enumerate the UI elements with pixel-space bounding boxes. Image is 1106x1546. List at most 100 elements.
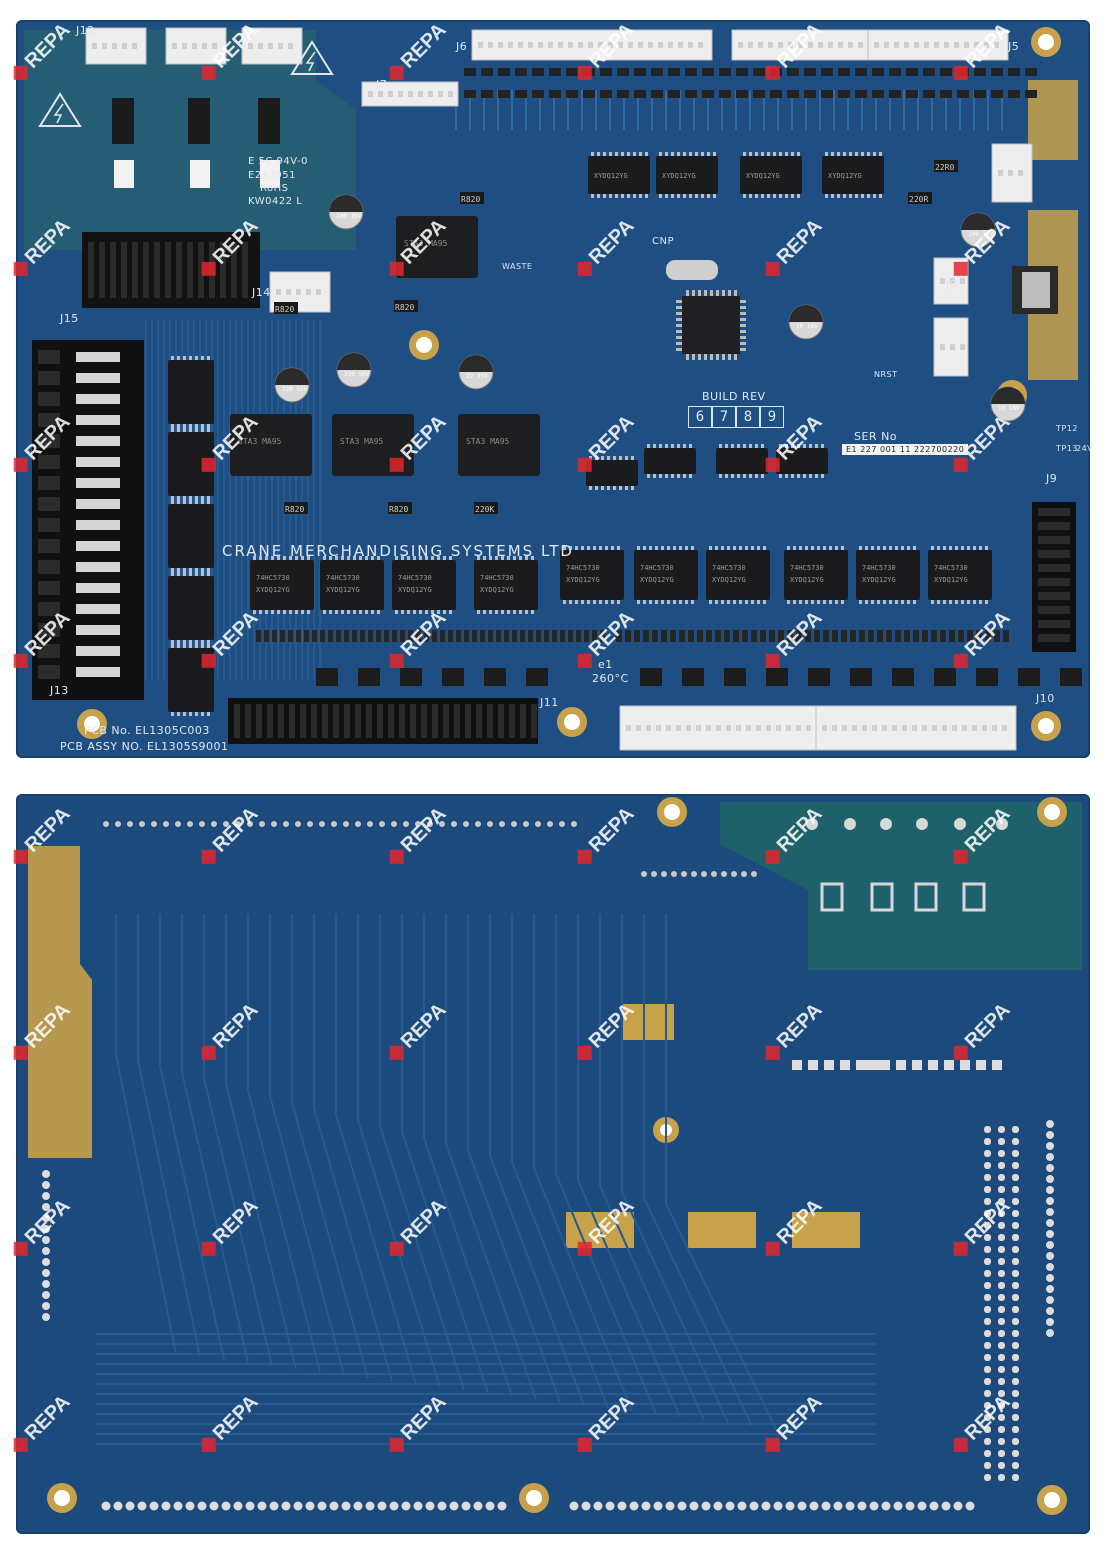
ic-pin — [955, 546, 958, 550]
ic-pin — [961, 546, 964, 550]
mcu-pin — [716, 354, 719, 360]
ic-pin — [183, 496, 186, 500]
ic-pin — [943, 600, 946, 604]
solder-pad — [1012, 1318, 1019, 1325]
smd-resistor — [549, 90, 561, 98]
via — [571, 821, 577, 827]
connector-pin — [942, 725, 947, 731]
ic-pin — [563, 600, 566, 604]
ic-pin — [575, 600, 578, 604]
solder-pad — [42, 1302, 50, 1310]
connector-pin — [960, 278, 965, 284]
mounting-hole-bore — [664, 804, 680, 820]
mcu-pin — [676, 312, 682, 315]
solder-pad — [341, 1501, 351, 1511]
label-j10: J10 — [1036, 692, 1055, 705]
ic-pin — [617, 600, 620, 604]
ic-pin — [631, 486, 634, 490]
header-pin — [289, 704, 295, 738]
ic-pin — [739, 546, 742, 550]
ic-pin — [949, 546, 952, 550]
ic-74hc — [656, 156, 718, 194]
rohs-marking: RoHS — [260, 183, 289, 194]
ic-pin — [189, 572, 192, 576]
solder-pad — [1046, 1120, 1054, 1128]
ic-pin — [371, 610, 374, 614]
via — [475, 821, 481, 827]
ic-pin — [811, 546, 814, 550]
smd-part — [985, 630, 991, 642]
gold-pad — [688, 1212, 756, 1248]
cnp-label: CNP — [652, 236, 674, 247]
ic-pin — [647, 474, 650, 478]
smd-part — [256, 630, 261, 642]
connector-pin — [122, 43, 127, 49]
ic-pin — [837, 152, 840, 156]
ic-pin — [563, 546, 566, 550]
ic-74hc — [706, 550, 770, 600]
solder-pad — [677, 1501, 687, 1511]
ic-pin — [671, 152, 674, 156]
ic-vertical — [168, 360, 214, 424]
connector-pin — [368, 91, 373, 97]
trace — [467, 914, 561, 1403]
label-j12: J12 — [76, 24, 95, 37]
smd-part — [913, 630, 919, 642]
solder-pad — [917, 1501, 927, 1511]
smd-part — [344, 630, 349, 642]
solder-pad — [880, 1060, 890, 1070]
smd-resistor — [838, 68, 850, 76]
ic-pin — [477, 556, 480, 560]
ic-pin — [671, 474, 674, 478]
mcu-pin — [740, 336, 746, 339]
ic-pin — [841, 546, 844, 550]
solder-pad — [998, 1258, 1005, 1265]
ic-pin — [483, 610, 486, 614]
connector-pin — [172, 43, 177, 49]
ic-pin — [265, 556, 268, 560]
pcb-bottom-side — [16, 794, 1090, 1534]
connector-pin — [688, 42, 693, 48]
solder-pad — [1012, 1342, 1019, 1349]
build-rev-title: BUILD REV — [702, 390, 766, 403]
ic-pin — [627, 194, 630, 198]
power-resistor — [460, 192, 484, 204]
ic-pin — [575, 546, 578, 550]
solder-pad — [809, 1501, 819, 1511]
ic-pin — [647, 444, 650, 448]
ic-pin — [513, 610, 516, 614]
ic-pin — [525, 556, 528, 560]
header-pin — [38, 371, 60, 385]
solder-pad — [1012, 1402, 1019, 1409]
ic-pin — [873, 152, 876, 156]
driver-text: STA3 MA95 — [404, 239, 448, 248]
ic-pin — [171, 568, 174, 572]
chip-text: XYDQ12YG — [640, 576, 674, 584]
smd-part — [536, 630, 541, 642]
label-j13: J13 — [50, 684, 69, 697]
solder-pad — [293, 1501, 303, 1511]
mounting-hole-bore — [526, 1490, 542, 1506]
connector-pin — [408, 91, 413, 97]
smd-part — [625, 630, 631, 642]
ic-pin — [767, 194, 770, 198]
ic-pin — [183, 568, 186, 572]
trace — [401, 914, 489, 1394]
ic-pin — [531, 610, 534, 614]
solder-pad — [1046, 1208, 1054, 1216]
ic-pin — [791, 474, 794, 478]
ic-pin — [171, 500, 174, 504]
ic-pin — [755, 474, 758, 478]
smd-part — [994, 630, 1000, 642]
connector-pin — [786, 725, 791, 731]
header-pin — [1038, 564, 1070, 572]
ic-pin — [879, 194, 882, 198]
ic-pin — [831, 152, 834, 156]
smd-part — [652, 630, 658, 642]
solder-pad — [42, 1258, 50, 1266]
ic-pin — [755, 194, 758, 198]
via — [379, 821, 385, 827]
connector-pin — [884, 42, 889, 48]
ic-pin — [829, 600, 832, 604]
connector-pin — [796, 725, 801, 731]
